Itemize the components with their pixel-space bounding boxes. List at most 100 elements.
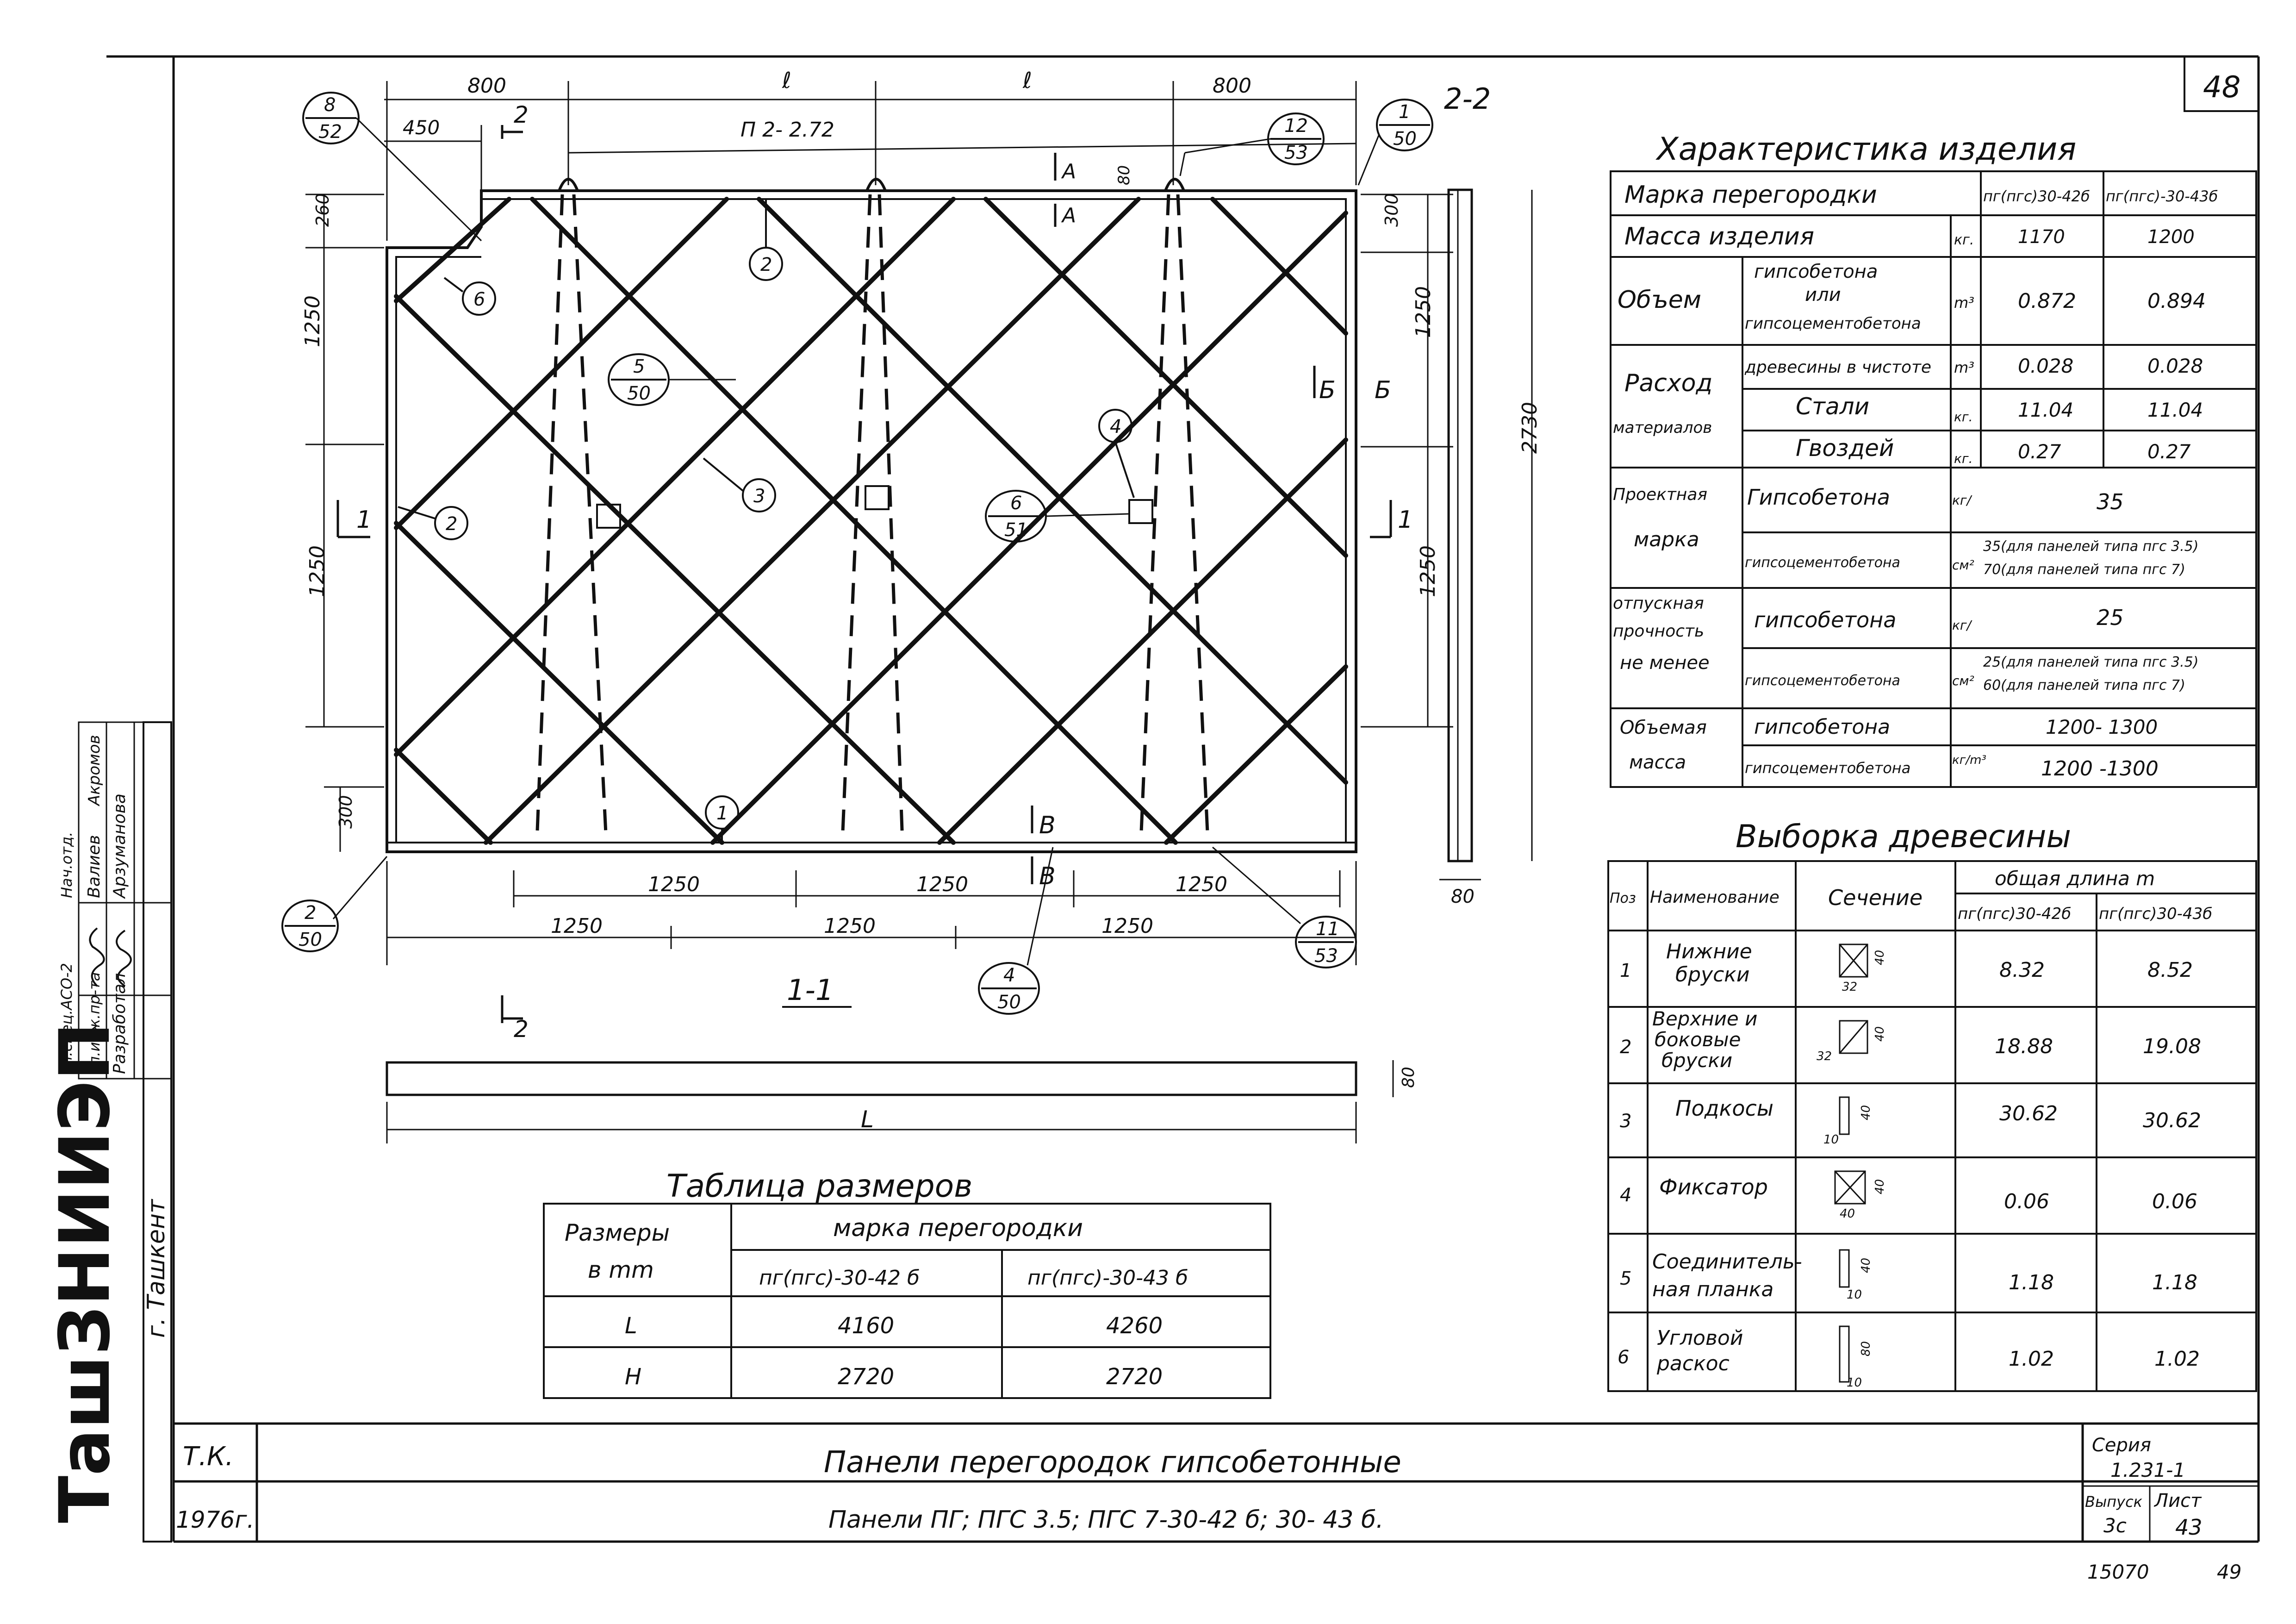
- char-wood-label: древесины в чистоте: [1744, 358, 1931, 377]
- wood-r5-name-2: ная планка: [1652, 1278, 1773, 1301]
- section-sketches: [1834, 943, 1868, 1383]
- callouts: [281, 92, 1433, 1015]
- view-label-1-1: 1-1: [787, 973, 834, 1007]
- tb-series: 1.231-1: [2110, 1459, 2185, 1481]
- char-gc-label: гипсоцементобетона: [1745, 555, 1900, 571]
- dim-80-top: 80: [1115, 165, 1133, 185]
- wood-col2: пг(пгс)30-43б: [2099, 905, 2212, 923]
- size-col2: пг(пгс)-30-43 б: [1027, 1266, 1188, 1290]
- pos-4: 4: [1110, 416, 1121, 437]
- size-table: Таблица размеров Размеры в mm марка пере…: [543, 1168, 1271, 1399]
- char-steel-label: Стали: [1796, 393, 1869, 420]
- char-release-gc-label: гипсоцементобетона: [1745, 673, 1900, 689]
- cut-mark-a1: А: [1061, 160, 1076, 183]
- wood-r2-name-1: Верхние и: [1652, 1007, 1757, 1030]
- char-wood-1: 0.028: [2018, 355, 2073, 377]
- stamp-org: ТашЗНИИЭП: [45, 1022, 125, 1523]
- stamp-role-1: Разработал: [110, 973, 129, 1074]
- tb-page: 49: [2217, 1561, 2241, 1583]
- char-bulk-2: масса: [1629, 752, 1686, 773]
- char-volume-2: 0.894: [2147, 289, 2206, 313]
- approval-stamp: ТашЗНИИЭП г. Ташкент Разработал Гл.инж.п…: [45, 721, 172, 1543]
- dim-right-1250a: 1250: [1412, 286, 1435, 338]
- callout-1-50-bottom: 50: [1393, 128, 1417, 150]
- wood-table: Выборка древесины Поз Наименование Сечен…: [1607, 818, 2257, 1392]
- char-volume-desc-1: гипсобетона: [1754, 261, 1878, 282]
- char-mass-label: Масса изделия: [1624, 223, 1814, 250]
- callout-12-53-bottom: 53: [1284, 142, 1308, 163]
- tb-code: Т.К.: [183, 1442, 234, 1472]
- char-design-grade-2: марка: [1634, 528, 1699, 551]
- callout-12-53-top: 12: [1284, 115, 1308, 137]
- char-bulk-unit: кг/m³: [1952, 753, 1986, 767]
- callout-2-50-bottom: 50: [299, 929, 322, 950]
- callout-6-51-bottom: 51: [1004, 519, 1028, 541]
- char-release-3: не менее: [1620, 652, 1710, 674]
- sec-r4-b: 40: [1873, 1179, 1887, 1194]
- wood-r1-v1: 8.32: [1999, 958, 2045, 982]
- signature-1: [116, 930, 132, 987]
- size-row2-label: H: [625, 1364, 641, 1390]
- callout-1-50-top: 1: [1399, 101, 1410, 123]
- char-gypsum-label: Гипсобетона: [1747, 485, 1890, 510]
- char-nails-unit: кг.: [1954, 451, 1973, 466]
- char-wood-2: 0.028: [2147, 355, 2203, 377]
- dim-bottom-row2-3: 1250: [1101, 914, 1153, 938]
- dim-bottom-row1-3: 1250: [1176, 873, 1227, 896]
- tb-archive: 15070: [2087, 1561, 2149, 1583]
- tb-year: 1976г.: [176, 1506, 254, 1533]
- callout-5-50-top: 5: [633, 356, 645, 377]
- sec-r6-b: 80: [1859, 1341, 1873, 1356]
- wood-r5-v2: 1.18: [2152, 1271, 2197, 1294]
- size-h-mark: марка перегородки: [833, 1214, 1083, 1242]
- char-bulk-v2: 1200 -1300: [2041, 757, 2159, 781]
- dim-450: 450: [403, 116, 440, 139]
- loop-tops: [558, 178, 1185, 192]
- sec-r6-a: 10: [1847, 1376, 1862, 1390]
- wood-r4-pos: 4: [1620, 1185, 1631, 1206]
- char-nails-label: Гвоздей: [1796, 435, 1894, 462]
- sec-r4-a: 40: [1840, 1207, 1855, 1221]
- tb-sheet-label: Лист: [2153, 1490, 2202, 1512]
- stamp-role-4: Нач.отд.: [58, 832, 75, 898]
- sheet-number-box: 48: [2184, 56, 2259, 112]
- callout-8-52-bottom: 52: [318, 121, 342, 143]
- char-release-2: прочность: [1613, 622, 1704, 641]
- callout-4-50-bottom: 50: [997, 992, 1021, 1013]
- char-wood-unit: m³: [1954, 359, 1974, 376]
- wood-r4-name-1: Фиксатор: [1659, 1174, 1768, 1199]
- stamp-name-2: Валиев: [85, 835, 104, 898]
- stamp-name-3: Акромов: [85, 735, 104, 806]
- char-release-gc-2: 60(для панелей типа пгс 7): [1983, 677, 2185, 693]
- dim-top-l-2: ℓ: [1022, 68, 1032, 94]
- wood-r1-pos: 1: [1620, 960, 1631, 981]
- char-title: Характеристика изделия: [1655, 131, 2076, 168]
- dim-bottom-row2-1: 1250: [551, 914, 603, 938]
- sec-r5-b: 40: [1859, 1258, 1873, 1273]
- section-2-2: [1439, 188, 1481, 881]
- char-bulk-v1: 1200- 1300: [2046, 716, 2158, 738]
- char-gypsum-unit: кг/: [1952, 493, 1972, 508]
- signature-2: [89, 927, 105, 987]
- char-release-gypsum: гипсобетона: [1754, 607, 1896, 632]
- sheet-number: 48: [2203, 70, 2240, 105]
- char-bulk-gypsum: гипсобетона: [1754, 715, 1890, 739]
- stamp-role-3: Гл.спец.АСО-2: [58, 963, 75, 1074]
- wood-r6-pos: 6: [1618, 1347, 1629, 1368]
- size-row1-v2: 4260: [1106, 1313, 1163, 1339]
- cut-mark-top: 2: [514, 101, 529, 128]
- dim-left-1250b: 1250: [305, 545, 329, 597]
- cut-mark-a2: А: [1061, 204, 1076, 227]
- callout-6-51-top: 6: [1010, 493, 1022, 514]
- char-release-gc-unit: см²: [1952, 673, 1974, 688]
- dim-top-l-1: ℓ: [782, 68, 791, 94]
- sec-r3-a: 10: [1823, 1133, 1839, 1147]
- stamp-name-1: Арзуманова: [110, 793, 129, 899]
- size-table-title: Таблица размеров: [666, 1168, 972, 1205]
- bottom-dimensions: [386, 861, 1357, 965]
- wood-r1-name-2: бруски: [1675, 963, 1749, 987]
- wood-r3-v2: 30.62: [2143, 1109, 2201, 1132]
- char-gc-unit: см²: [1952, 557, 1974, 573]
